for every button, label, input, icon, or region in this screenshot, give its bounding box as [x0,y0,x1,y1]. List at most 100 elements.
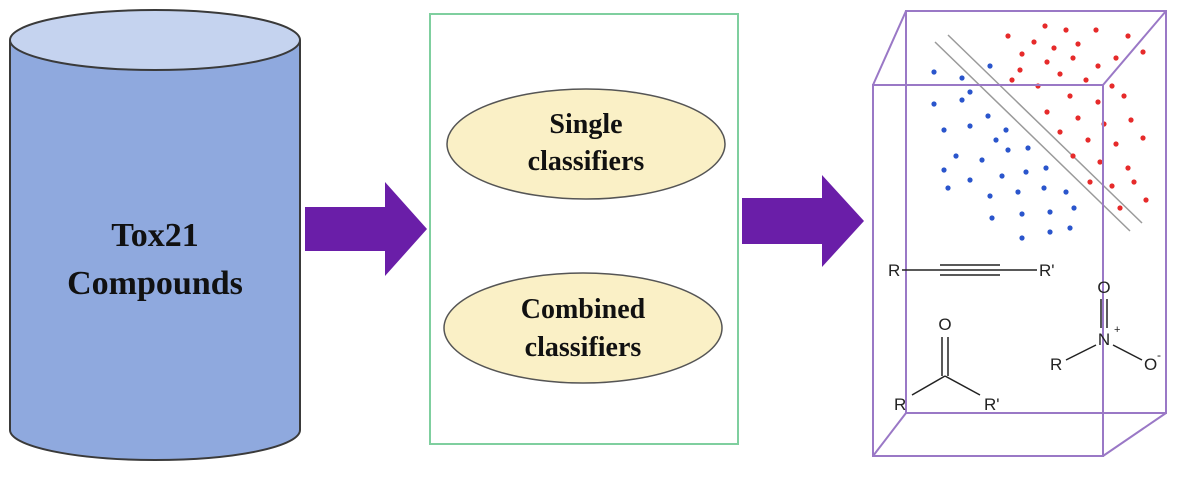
red-class-point [1109,83,1115,89]
blue-class-point [1019,211,1025,217]
cube-edge-bottom-left [872,412,907,457]
red-class-point [1113,141,1119,147]
blue-class-point [967,123,973,129]
nitro-nitrogen-charge: + [1114,324,1120,336]
cube-front-face [872,84,1104,457]
blue-class-point [953,153,959,159]
nitro-nitrogen-label: N [1098,330,1110,349]
blue-class-point [1047,209,1053,215]
blue-class-point [1047,229,1053,235]
red-class-point [1070,153,1076,159]
red-class-point [1121,93,1127,99]
red-class-point [1075,41,1081,47]
red-class-point [1087,179,1093,185]
red-class-point [1140,49,1146,55]
blue-class-point [1023,169,1029,175]
blue-class-point [941,167,947,173]
carbonyl-oxygen-label: O [938,315,951,334]
single-classifiers-ellipse [446,88,726,200]
blue-class-point [1067,225,1073,231]
red-class-point [1019,51,1025,57]
blue-class-point [987,63,993,69]
blue-class-point [1003,127,1009,133]
red-class-point [1075,115,1081,121]
red-class-point [1140,135,1146,141]
red-class-point [1117,205,1123,211]
red-class-point [1125,165,1131,171]
carbonyl-r-prime-label: R' [984,395,1000,414]
blue-class-point [959,75,965,81]
carbonyl-bond-left [911,375,946,396]
alkyne-r-label: R [888,261,900,280]
red-class-point [1044,109,1050,115]
blue-class-point [1043,165,1049,171]
red-class-point [1095,99,1101,105]
nitro-bond-o-minus [1112,344,1143,361]
red-class-point [1097,159,1103,165]
single-classifiers-node: Single classifiers [446,88,726,200]
feature-space-cube: R R' O R R' O N + O - [872,10,1167,457]
red-class-point [1085,137,1091,143]
cylinder-top [9,9,301,71]
blue-class-point [1019,235,1025,241]
carbonyl-r-label: R [894,395,906,414]
red-class-point [1131,179,1137,185]
blue-class-point [931,69,937,75]
blue-class-point [1005,147,1011,153]
blue-class-point [967,177,973,183]
decision-boundary-line-1 [934,41,1131,232]
cube-edge-top-left [872,10,907,86]
red-class-point [1128,117,1134,123]
nitro-oxygen-charge: - [1157,348,1161,362]
blue-class-point [931,101,937,107]
cylinder-body [9,40,301,461]
red-class-point [1143,197,1149,203]
alkyne-structure: R R' [888,261,1055,280]
red-class-point [1125,33,1131,39]
red-class-point [1009,77,1015,83]
red-class-point [1067,93,1073,99]
database-cylinder: Tox21 Compounds [9,9,301,461]
decision-boundary-line-2 [947,34,1143,224]
red-class-point [1042,23,1048,29]
blue-class-point [945,185,951,191]
blue-class-point [959,97,965,103]
red-class-point [1044,59,1050,65]
nitro-bond-r [1065,344,1097,361]
flow-arrow-1 [305,182,427,276]
blue-class-points [931,63,1077,241]
blue-class-point [999,173,1005,179]
nitro-structure: O N + O - R [1050,278,1161,374]
blue-class-point [987,193,993,199]
red-class-point [1113,55,1119,61]
blue-class-point [941,127,947,133]
red-class-point [1051,45,1057,51]
red-class-point [1070,55,1076,61]
database-label-line1: Tox21 [111,217,199,254]
red-class-point [1083,77,1089,83]
nitro-r-label: R [1050,355,1062,374]
cube-back-face [905,10,1167,414]
blue-class-point [989,215,995,221]
nitro-oxygen-right-label: O [1144,355,1157,374]
blue-class-point [1025,145,1031,151]
blue-class-point [993,137,999,143]
combined-classifiers-node: Combined classifiers [443,272,723,384]
flow-arrow-2 [742,175,864,267]
red-class-point [1005,33,1011,39]
red-class-point [1095,63,1101,69]
red-class-point [1109,183,1115,189]
blue-class-point [1071,205,1077,211]
blue-class-point [1015,189,1021,195]
carbonyl-bond-right [944,375,981,396]
combined-classifiers-ellipse [443,272,723,384]
single-classifiers-line2: classifiers [528,146,645,177]
red-class-point [1031,39,1037,45]
classifier-box: Single classifiers Combined classifiers [429,13,739,445]
nitro-oxygen-top-label: O [1097,278,1110,297]
blue-class-point [967,89,973,95]
blue-class-point [979,157,985,163]
red-class-points [1005,23,1149,211]
